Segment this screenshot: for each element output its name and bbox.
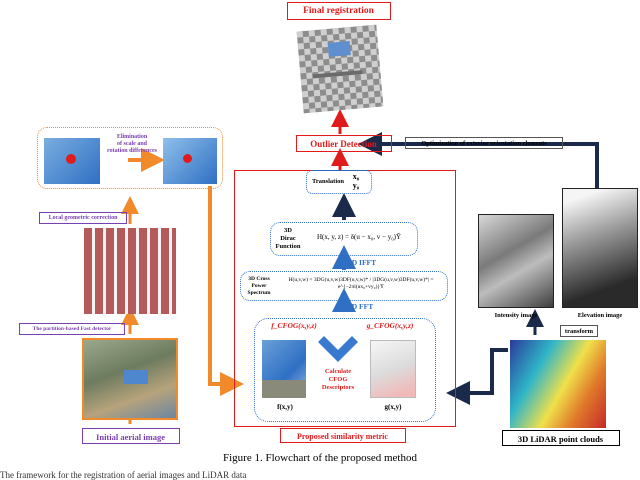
outlier-detection-label: Outlier Detection (310, 139, 377, 149)
dirac-line-3: Function (275, 243, 301, 250)
elevation-image (562, 188, 638, 308)
similarity-label: Proposed similarity metric (297, 431, 388, 441)
elimination-line-3: rotation differences (107, 148, 157, 154)
fxy-label: f(x,y) (277, 403, 293, 411)
dirac-formula: H(x, y, z) = δ(u − x₀, v − y₀)Ȳ (316, 233, 402, 241)
final-registration-image (296, 24, 384, 114)
cut-off-text: The framework for the registration of ae… (0, 470, 247, 480)
local-correction-box: Local geometric correction (39, 212, 127, 224)
translation-label: Translation (311, 178, 345, 185)
dirac-box: 3D Dirac Function H(x, y, z) = δ(u − x₀,… (270, 222, 418, 256)
final-registration-label: Final registration (303, 6, 374, 16)
local-correction-label: Local geometric correction (48, 214, 118, 221)
calc-line-3: Descriptors (321, 384, 355, 391)
f-cfog-label: f_CFOG(x,y,z) (271, 321, 317, 330)
calc-line-2: CFOG (328, 376, 348, 383)
ifft-label: 3D IFFT (348, 258, 377, 267)
cps-line-3: Spectrum (247, 290, 271, 296)
x0-label: x₀ (352, 172, 360, 181)
optimization-box: Optimization of exterior orientation ele… (405, 137, 563, 149)
partition-detector-box: The partition-based Fast detector (19, 323, 125, 335)
final-registration-box: Final registration (287, 2, 391, 20)
lidar-patch-image (370, 340, 416, 398)
figure-caption: Figure 1. Flowchart of the proposed meth… (223, 452, 417, 464)
similarity-label-box: Proposed similarity metric (280, 428, 406, 443)
aerial-patch-image (262, 340, 306, 398)
elevation-label: Elevation image (577, 312, 623, 319)
partition-detector-label: The partition-based Fast detector (32, 325, 112, 332)
optimization-label: Optimization of exterior orientation ele… (421, 139, 547, 147)
translation-box: Translation x₀ y₀ (306, 170, 372, 194)
outlier-detection-box: Outlier Detection (296, 135, 392, 152)
partition-grid-image (84, 228, 176, 314)
before-elimination-image (44, 138, 100, 184)
initial-aerial-box: Initial aerial image (82, 428, 180, 444)
intensity-label: Intensity image (494, 312, 538, 319)
g-cfog-label: g_CFOG(x,y,z) (366, 321, 414, 330)
transform-label: transform (564, 327, 594, 335)
y0-label: y₀ (352, 181, 360, 190)
cps-line-2: Power (251, 283, 267, 289)
calc-line-1: Calculate (324, 368, 352, 375)
intensity-image (478, 214, 554, 308)
dirac-line-1: 3D (284, 227, 292, 234)
gxy-label: g(x,y) (384, 403, 402, 411)
initial-aerial-label: Initial aerial image (96, 431, 165, 442)
fft-label: 3D FFT (348, 302, 374, 311)
descriptor-box (254, 318, 436, 422)
lidar-label: 3D LiDAR point clouds (517, 433, 604, 444)
lidar-point-cloud-image (510, 340, 606, 428)
after-elimination-image (163, 138, 217, 184)
elimination-box (37, 127, 223, 189)
elimination-line-2: of scale and (117, 141, 147, 147)
elimination-line-1: Elimination (116, 134, 148, 140)
initial-aerial-image (82, 338, 178, 420)
cps-formula: H(u,v,w) = 3DG(u,v,w)3DF(u,v,w)* / |3DG(… (288, 277, 434, 290)
dirac-line-2: Dirac (280, 235, 296, 242)
cps-line-1: 3D Cross (248, 276, 270, 282)
transform-box: transform (560, 325, 598, 337)
lidar-label-box: 3D LiDAR point clouds (502, 430, 620, 446)
cross-power-box: 3D Cross Power Spectrum H(u,v,w) = 3DG(u… (240, 271, 448, 301)
